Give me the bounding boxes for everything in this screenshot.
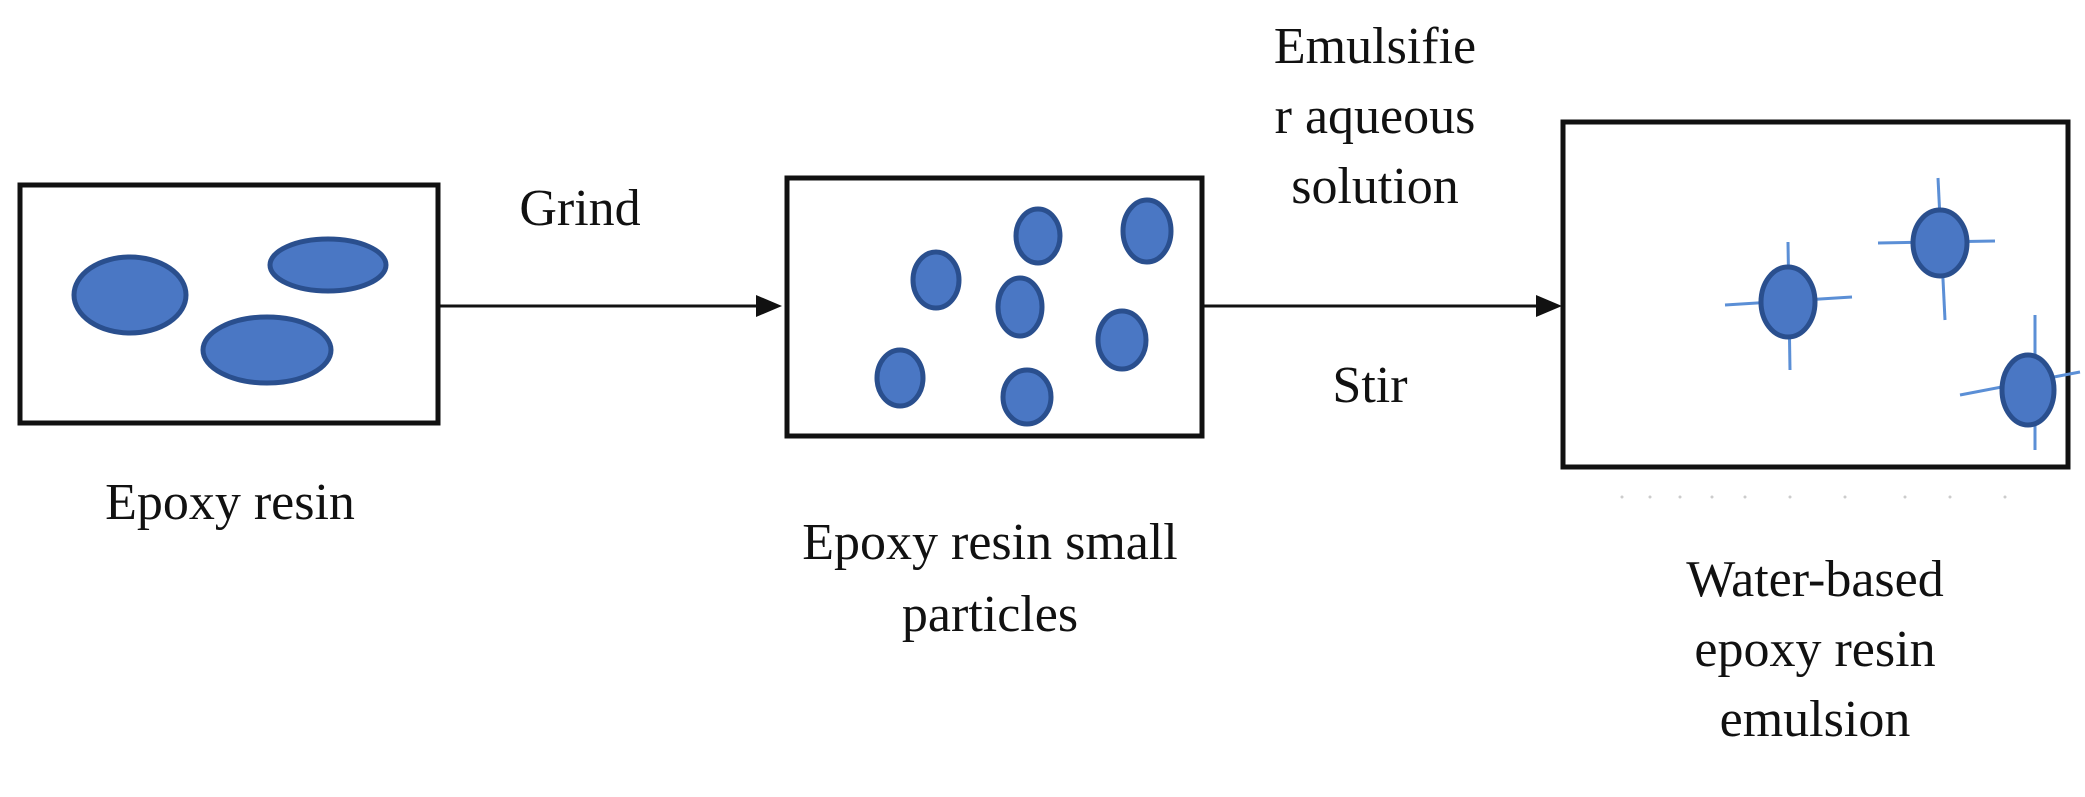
small-particle	[1013, 206, 1063, 266]
box-emulsion-label: Water-based epoxy resin emulsion	[1686, 551, 1944, 748]
epoxy-blob	[200, 314, 334, 386]
arrow-grind-head	[756, 295, 782, 317]
small-particle	[1120, 197, 1174, 265]
emulsion-particles	[1724, 177, 2081, 450]
small-particle	[1095, 308, 1149, 372]
arrow-stir-label: Stir	[1332, 357, 1408, 414]
epoxy-blob	[71, 254, 189, 336]
arrow-grind-label: Grind	[519, 180, 641, 237]
box-small-particles-label: Epoxy resin small particles	[802, 514, 1178, 643]
arrow-emulsify-label: Emulsifie r aqueous solution	[1273, 18, 1477, 215]
small-particle	[910, 249, 962, 311]
small-particle	[874, 347, 926, 409]
box-epoxy-resin-label: Epoxy resin	[105, 474, 355, 531]
small-particle	[1000, 367, 1054, 427]
epoxy-blob	[267, 236, 389, 294]
box-emulsion	[1560, 119, 2071, 470]
dotted-marks	[1620, 495, 2007, 499]
emulsion-particle	[1724, 241, 1853, 371]
arrow-emulsify-head	[1536, 295, 1562, 317]
small-particle	[995, 275, 1045, 339]
emulsion-particle	[1959, 315, 2081, 450]
epoxy-resin-blobs	[71, 236, 389, 386]
emulsion-particle	[1877, 177, 1996, 321]
small-particles	[874, 197, 1174, 427]
